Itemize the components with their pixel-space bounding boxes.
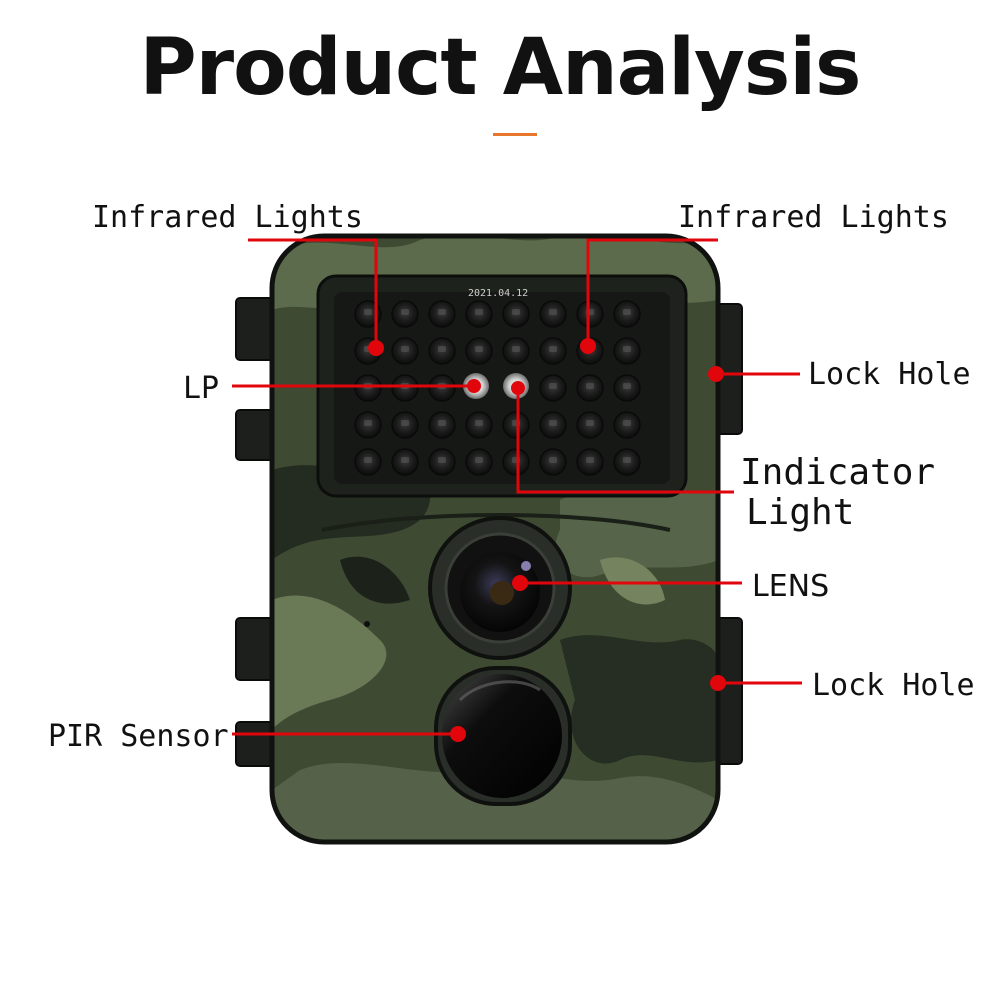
infrared-led-chip [438,346,446,352]
title-accent-bar [493,133,537,136]
infrared-led-chip [401,457,409,463]
infrared-led-chip [438,309,446,315]
infrared-led-chip [475,346,483,352]
label-indicator-line1: Indicator [740,452,935,493]
label-lens: LENS [752,569,829,604]
callout-line-infrared-left [248,238,378,346]
label-infrared-right: Infrared Lights [678,200,949,235]
label-lock-hole-top: Lock Hole [808,357,971,392]
infrared-led-chip [364,420,372,426]
label-indicator-line2: Light [746,492,854,533]
page-title: Product Analysis [139,23,862,113]
callout-dot-pir [450,726,466,742]
callout-dots [368,338,726,742]
label-pir-sensor: PIR Sensor [48,719,229,754]
callout-line-infrared-right [586,238,718,346]
pir-sensor-icon [442,674,562,798]
infrared-led-chip [623,346,631,352]
label-lp: LP [183,371,219,406]
infrared-led-chip [475,420,483,426]
infrared-led-chip [623,309,631,315]
microphone-hole [364,621,370,627]
infrared-led-chip [438,457,446,463]
callout-dot-lock-hole-top [708,366,724,382]
infrared-led-chip [586,457,594,463]
infrared-led-chip [512,346,520,352]
infrared-led-chip [549,420,557,426]
led-grid [354,300,641,476]
infrared-led-chip [364,457,372,463]
callout-dot-lens [512,575,528,591]
lens-assembly [428,516,572,660]
date-stamp: 2021.04.12 [468,288,528,299]
infrared-led-chip [549,346,557,352]
infrared-led-chip [549,457,557,463]
infrared-panel: 2021.04.12 [316,274,688,498]
infrared-led-chip [549,309,557,315]
callout-dot-lock-hole-bottom [710,675,726,691]
infrared-led-chip [438,420,446,426]
infrared-led-chip [364,309,372,315]
callout-line-indicator [516,388,734,494]
label-lock-hole-bottom: Lock Hole [812,668,975,703]
infrared-led-chip [401,309,409,315]
pir-sensor-window [434,666,572,806]
infrared-led-chip [623,383,631,389]
label-infrared-left: Infrared Lights [92,200,363,235]
infrared-led-chip [549,383,557,389]
infrared-led-chip [586,420,594,426]
infrared-led-chip [401,346,409,352]
infrared-led-chip [586,383,594,389]
infrared-led-chip [475,309,483,315]
camo-pattern [272,236,718,842]
callout-dot-infrared-right [580,338,596,354]
infrared-led-chip [623,457,631,463]
infrared-led-chip [475,457,483,463]
callout-lines [232,238,802,736]
callout-dot-lp [467,379,481,393]
callout-dot-indicator [511,381,525,395]
callout-dot-infrared-left [368,340,384,356]
infrared-led-chip [401,420,409,426]
infrared-led-chip [512,309,520,315]
infrared-led-chip [623,420,631,426]
